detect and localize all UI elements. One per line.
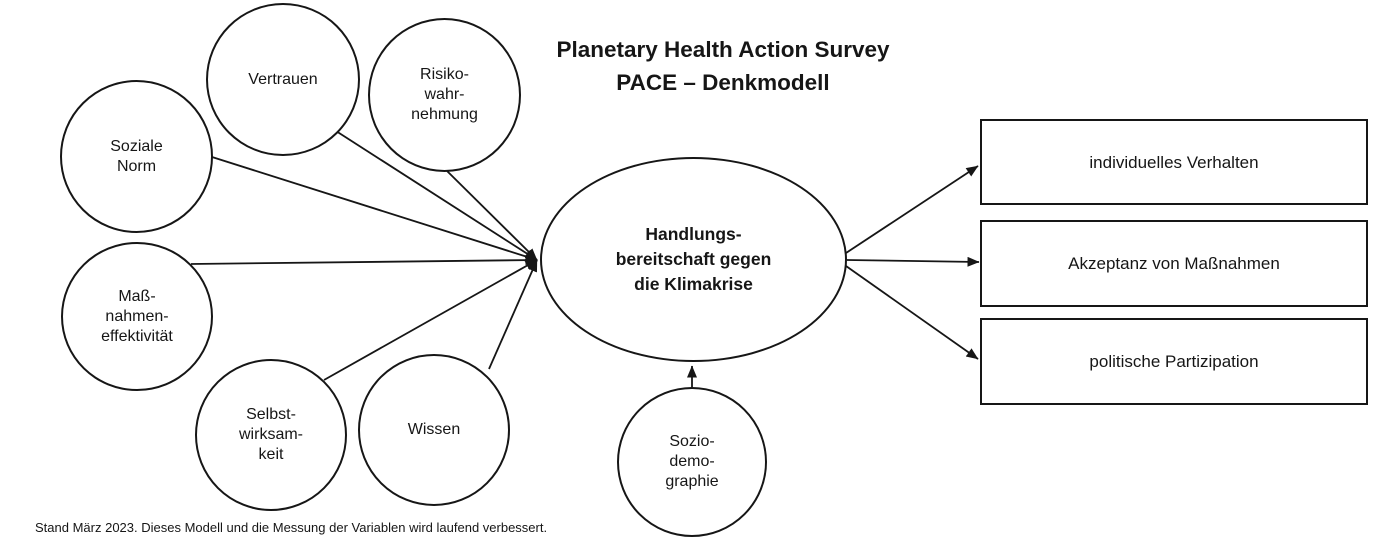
arrow-soziale-norm-to-handlungsbereitschaft [211, 156, 538, 262]
arrow-handlungsbereitschaft-to-politische-partizipation [845, 265, 979, 360]
node-soziale-norm-label: Soziale Norm [110, 137, 163, 175]
node-selbstwirksamkeit-label: Selbst- wirksam- keit [239, 406, 303, 463]
node-soziale-norm: Soziale Norm [60, 80, 213, 233]
arrow-massnahmeneffektivitaet-to-handlungsbereitschaft [190, 255, 538, 266]
arrow-selbstwirksamkeit-to-handlungsbereitschaft [323, 259, 538, 381]
node-vertrauen: Vertrauen [206, 3, 360, 156]
node-vertrauen-label: Vertrauen [248, 70, 318, 88]
box-akzeptanz-von-massnahmen-label: Akzeptanz von Maßnahmen [1068, 254, 1280, 273]
node-massnahmeneffektivitaet: Maß- nahmen- effektivität [61, 242, 213, 391]
arrow-vertrauen-to-handlungsbereitschaft [335, 130, 538, 261]
box-individuelles-verhalten-label: individuelles Verhalten [1089, 152, 1259, 172]
box-individuelles-verhalten: individuelles Verhalten [980, 119, 1368, 205]
arrow-handlungsbereitschaft-to-akzeptanz [846, 256, 980, 267]
box-akzeptanz-von-massnahmen: Akzeptanz von Maßnahmen [980, 220, 1368, 307]
diagram-title-line2: PACE – Denkmodell [616, 70, 830, 95]
box-politische-partizipation: politische Partizipation [980, 318, 1368, 405]
node-wissen-label: Wissen [407, 421, 461, 438]
node-soziodemographie-label: Sozio- demo- graphie [665, 433, 719, 490]
box-politische-partizipation-label: politische Partizipation [1089, 352, 1259, 371]
node-wissen: Wissen [358, 354, 510, 506]
node-handlungsbereitschaft-label: Handlungs- bereitschaft gegen die Klimak… [615, 224, 772, 294]
diagram-title: Planetary Health Action Survey PACE – De… [500, 33, 946, 99]
node-risikowahrnehmung: Risiko- wahr- nehmung [368, 18, 521, 172]
node-soziodemographie: Sozio- demo- graphie [617, 387, 767, 537]
arrow-risikowahrnehmung-to-handlungsbereitschaft [442, 166, 538, 261]
arrow-wissen-to-handlungsbereitschaft [488, 259, 538, 370]
node-handlungsbereitschaft: Handlungs- bereitschaft gegen die Klimak… [540, 157, 847, 362]
node-risikowahrnehmung-label: Risiko- wahr- nehmung [411, 66, 478, 123]
footnote: Stand März 2023. Dieses Modell und die M… [35, 520, 548, 535]
arrow-handlungsbereitschaft-to-individuelles-verhalten [845, 165, 979, 254]
node-selbstwirksamkeit: Selbst- wirksam- keit [195, 359, 347, 511]
diagram-title-line1: Planetary Health Action Survey [556, 37, 890, 62]
node-massnahmeneffektivitaet-label: Maß- nahmen- effektivität [101, 287, 173, 345]
